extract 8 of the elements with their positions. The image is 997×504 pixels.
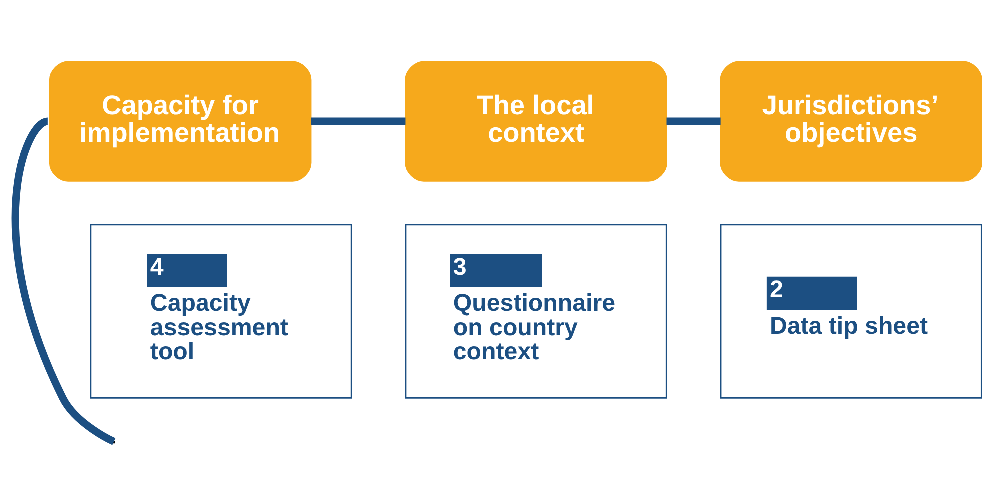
node-box: The local context — [405, 60, 668, 182]
node-box: 4 Capacity assessment tool — [90, 224, 352, 398]
node-box: 2 Data tip sheet — [720, 224, 982, 398]
connector — [311, 117, 406, 125]
node-box: 3 Questionnaire on country context — [405, 224, 668, 398]
connector — [666, 117, 721, 125]
node-box: Capacity for implementation — [49, 60, 312, 182]
node-box: Jurisdictions’ objectives — [720, 60, 982, 182]
